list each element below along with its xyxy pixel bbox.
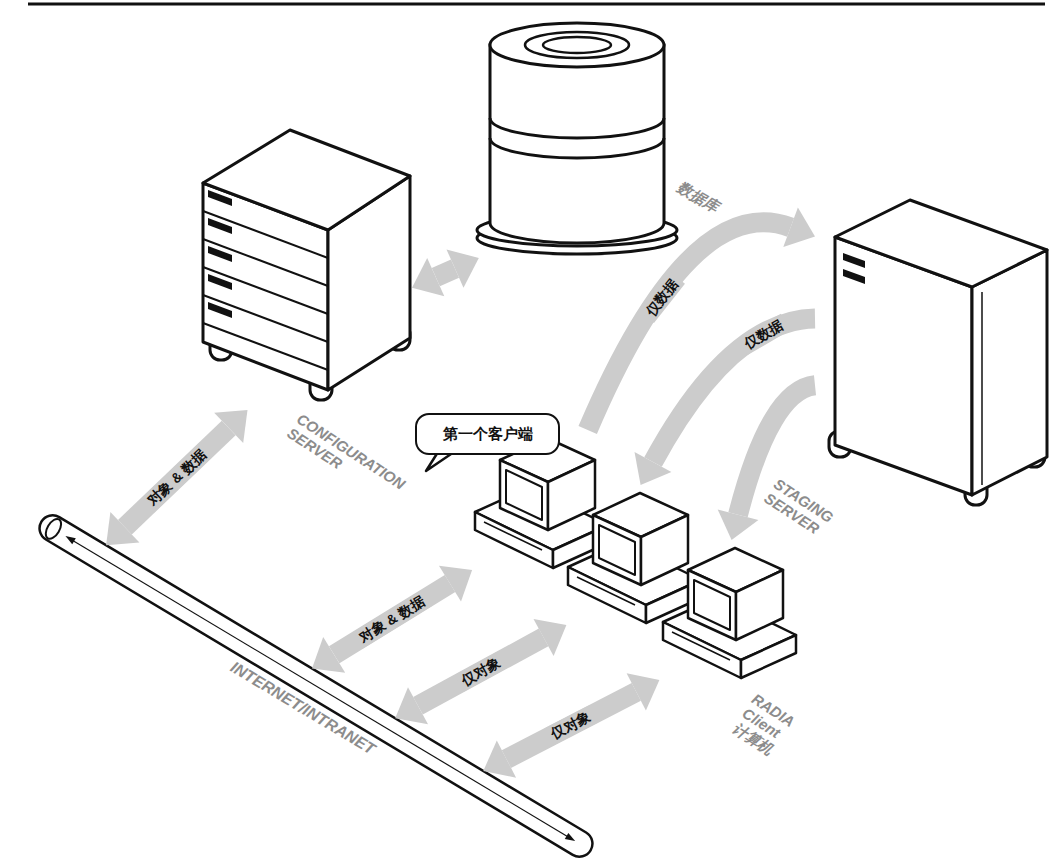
arrow-head [412, 258, 444, 296]
node-caption: 数据库 [674, 178, 735, 223]
node-caption: RADIA Client 计算机 [730, 690, 804, 763]
database-drawing [477, 23, 677, 254]
client-computer [563, 485, 703, 625]
configuration-server-drawing-part [208, 190, 232, 318]
network-pipe-drawing-part [565, 833, 577, 844]
node-caption: INTERNET/INTRANET [23, 536, 582, 867]
arrow-head [312, 637, 345, 673]
staging-server-drawing-part [972, 250, 1047, 495]
arrow-label: 仅对象 [545, 706, 598, 746]
configuration-server-drawing-part-part [208, 302, 232, 318]
staging-server-drawing-part-part [843, 269, 865, 284]
flow-arrow-shaft [506, 692, 636, 759]
arrow-head [783, 208, 815, 247]
network-pipe: INTERNET/INTRANET [35, 511, 598, 862]
network-pipe-drawing-part [43, 516, 65, 541]
client-computer-drawing [475, 438, 608, 568]
arrow-head [483, 740, 516, 777]
configuration-server-drawing-part-part [203, 323, 328, 370]
database: 数据库 [475, 18, 680, 258]
flow-arrow-shaft [418, 637, 544, 705]
network-pipe-drawing-part [35, 511, 598, 862]
database-drawing-part [490, 118, 664, 138]
node-caption: STAGING SERVER [761, 475, 847, 548]
configuration-server-drawing-part-part [203, 295, 328, 342]
arrow-label: 仅对象 [454, 651, 507, 692]
client-computer-drawing [568, 493, 701, 623]
staging-server-drawing [829, 200, 1047, 505]
arrow-head [214, 410, 247, 443]
arrow-label: 对象 & 数据 [141, 442, 213, 512]
arrow-head [627, 673, 660, 710]
network-pipe-drawing-part [64, 533, 76, 544]
configuration-server-drawing-part-part [203, 239, 328, 286]
flow-arrow [312, 566, 472, 673]
arrow-head [718, 510, 759, 540]
flow-arrow-shaft [125, 428, 229, 527]
configuration-server-drawing [203, 130, 410, 400]
node-caption: CONFIGURATION SERVER [284, 410, 429, 521]
network-pipe-drawing-part [72, 540, 568, 837]
configuration-server: CONFIGURATION SERVER [198, 128, 412, 410]
client-computer-drawing [663, 548, 796, 678]
staging-server-drawing-part-part [843, 253, 865, 268]
arrow-head [106, 512, 139, 545]
arrow-label: 对象 & 数据 [352, 590, 432, 649]
flow-arrow [412, 249, 479, 296]
configuration-server-drawing-part-part [208, 190, 232, 206]
top-rule [28, 3, 1045, 6]
configuration-server-drawing-part [203, 130, 410, 230]
client-computer: RADIA Client 计算机 [658, 540, 798, 680]
configuration-server-drawing-part-part [203, 211, 328, 258]
callout-text: 第一个客户端 [415, 413, 560, 455]
flow-arrow-shaft [436, 269, 455, 278]
flow-arrow [483, 673, 659, 777]
arrow-head [447, 249, 479, 287]
staging-server-drawing-part [835, 200, 1047, 287]
arrow-head [439, 566, 472, 602]
arrow-label: 仅数据 [737, 313, 790, 355]
flow-arrow-shaft [334, 584, 450, 655]
configuration-server-drawing-part-part [208, 218, 232, 234]
staging-server-drawing-part [843, 253, 865, 284]
network-pipe-drawing [35, 511, 598, 862]
client-computer: 第一个客户端 [470, 430, 615, 570]
database-drawing-part [490, 23, 664, 67]
arrow-head [395, 687, 428, 724]
arrow-head [635, 452, 672, 485]
arrow-head [534, 619, 567, 656]
configuration-server-drawing-part [203, 211, 328, 370]
configuration-server-drawing-part-part [203, 267, 328, 314]
database-drawing-part [490, 45, 664, 243]
staging-server: STAGING SERVER [815, 195, 1050, 500]
database-drawing-part [543, 37, 611, 53]
flow-arrow [395, 619, 566, 724]
configuration-server-drawing-part-part [208, 246, 232, 262]
database-drawing-part [490, 138, 664, 158]
flow-arrow [106, 410, 247, 545]
configuration-server-drawing-part-part [208, 274, 232, 290]
staging-server-drawing-part [981, 292, 983, 485]
database-drawing-part [525, 32, 629, 58]
